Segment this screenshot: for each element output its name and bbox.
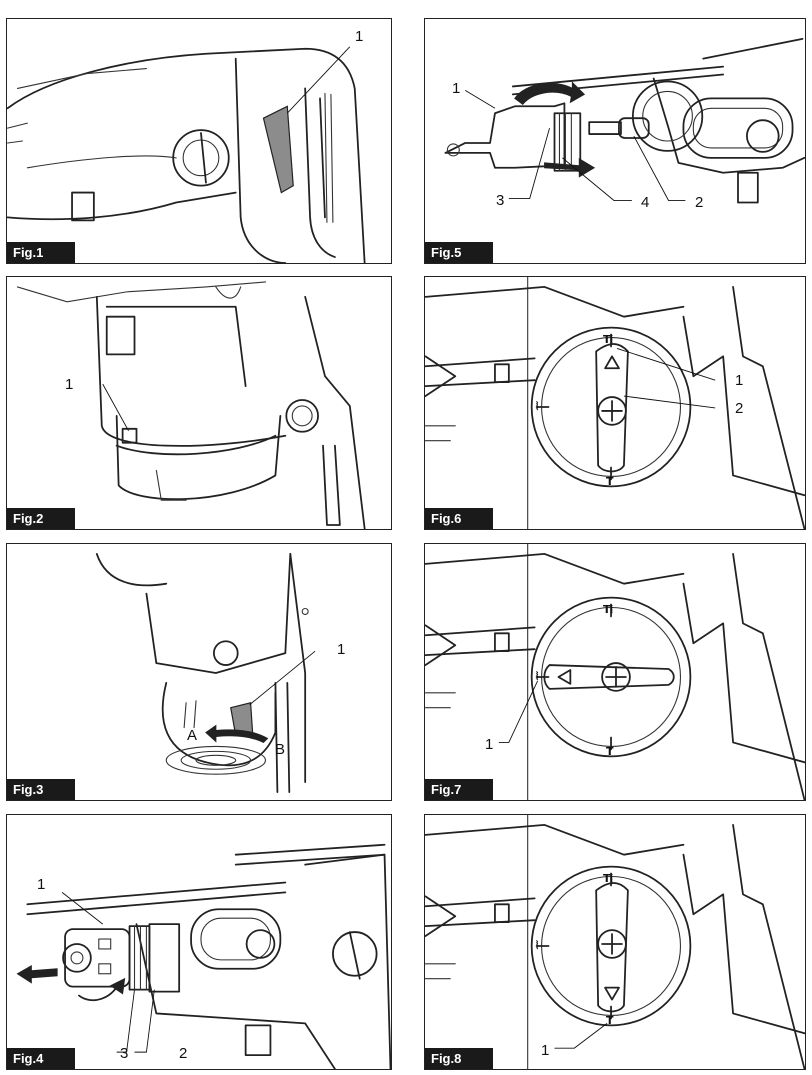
figure-1-panel: 1 Fig.1 — [6, 18, 392, 264]
figure-7-mark-bottom: T — [606, 745, 614, 758]
figure-7-mark-left: ⦚ — [536, 670, 539, 683]
figure-4-drawing — [16, 843, 391, 1069]
figure-1-label: Fig.1 — [7, 242, 75, 263]
figure-4-label: Fig.4 — [7, 1048, 75, 1069]
figure-2-label: Fig.2 — [7, 508, 75, 529]
figure-4-callout-3: 3 — [120, 1045, 129, 1062]
figure-5-panel: 1 2 3 4 Fig.5 — [424, 18, 806, 264]
figure-6-callout-1: 1 — [735, 372, 744, 389]
figure-8-mark-left: ⦚ — [536, 939, 539, 952]
figure-8-callout-1: 1 — [541, 1042, 550, 1059]
figure-6-mark-left: ⦚ — [536, 400, 539, 413]
figure-6-drawing — [425, 277, 805, 529]
figure-6-panel: T⦚ ⦚ T 1 2 Fig.6 — [424, 276, 806, 530]
figure-7-mark-top: T⦚ — [603, 603, 613, 616]
figure-3-callout-a: A — [187, 727, 198, 744]
figure-2-callout-1: 1 — [65, 376, 74, 393]
figure-7-drawing — [425, 544, 805, 800]
figure-6-label: Fig.6 — [425, 508, 493, 529]
figure-5-callout-4: 4 — [641, 194, 650, 211]
figure-7-callout-1: 1 — [485, 736, 494, 753]
figure-8-label: Fig.8 — [425, 1048, 493, 1069]
figure-5-callout-1: 1 — [452, 80, 461, 97]
figure-1-callout-1: 1 — [355, 28, 364, 45]
figure-5-callout-2: 2 — [695, 194, 704, 211]
figure-8-panel: T⦚ ⦚ T 1 Fig.8 — [424, 814, 806, 1070]
figure-2-panel: 1 Fig.2 — [6, 276, 392, 530]
figure-8-mark-top: T⦚ — [603, 872, 613, 885]
figure-5-drawing — [444, 37, 805, 204]
figure-7-panel: T⦚ ⦚ T 1 Fig.7 — [424, 543, 806, 801]
figure-3-callout-b: B — [275, 741, 286, 758]
figure-3-label: Fig.3 — [7, 779, 75, 800]
figure-8-mark-bottom: T — [606, 1014, 614, 1027]
figure-5-callout-3: 3 — [496, 192, 505, 209]
figure-3-panel: 1 A B Fig.3 — [6, 543, 392, 801]
figure-7-label: Fig.7 — [425, 779, 493, 800]
figure-5-label: Fig.5 — [425, 242, 493, 263]
figure-6-mark-bottom: T — [606, 475, 614, 488]
figure-8-drawing — [425, 815, 805, 1069]
figure-4-callout-2: 2 — [179, 1045, 188, 1062]
figure-6-mark-top: T⦚ — [603, 333, 613, 346]
figure-4-callout-1: 1 — [37, 876, 46, 893]
figure-3-callout-1: 1 — [337, 641, 346, 658]
figure-6-callout-2: 2 — [735, 400, 744, 417]
figure-2-drawing — [16, 281, 366, 529]
figure-1-drawing — [7, 46, 366, 263]
figure-4-panel: 1 2 3 Fig.4 — [6, 814, 392, 1070]
figure-3-drawing — [95, 553, 316, 793]
